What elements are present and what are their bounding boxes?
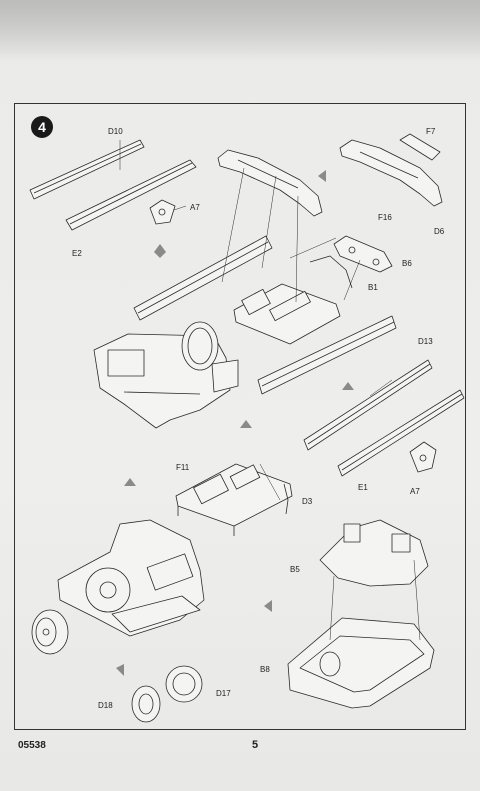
arrow-diagonal-icon [116,664,124,676]
part-d13 [303,359,433,451]
part-d18 [131,685,161,723]
arrow-left-icon [264,600,272,612]
step-number-badge: 4 [31,116,53,138]
part-b8 [287,617,435,709]
label-f7: F7 [426,127,436,136]
page-number: 5 [252,739,259,751]
arrow-left-icon [318,170,326,182]
label-a7-top: A7 [190,203,200,212]
part-a7-bottom [409,441,437,473]
label-d6: D6 [434,227,445,236]
part-d17 [165,665,203,703]
part-f11 [175,463,293,536]
part-frame-top-left [217,149,323,217]
part-b1 [309,255,353,289]
label-e2: E2 [72,249,82,258]
label-d17: D17 [216,689,231,698]
part-b6 [333,235,393,273]
label-d18: D18 [98,701,113,710]
label-d3: D3 [302,497,313,506]
part-d10 [29,139,145,200]
label-b8: B8 [260,665,270,674]
binding-shadow [0,0,480,60]
arrow-up-icon [342,382,354,390]
label-d10: D10 [108,127,123,136]
label-f11: F11 [176,463,190,472]
wheel-left [31,609,69,655]
label-b1: B1 [368,283,378,292]
catalog-number: 05538 [18,740,46,751]
label-b5: B5 [290,565,300,574]
main-chassis [133,235,397,395]
arrow-down-icon [154,244,166,258]
part-e2 [65,159,197,231]
direction-arrows [116,170,354,676]
part-d3 [283,483,289,515]
guide-lines [119,140,421,641]
part-f7 [399,133,441,161]
label-e1: E1 [358,483,368,492]
part-e1 [337,389,465,477]
axle-assembly-left [57,519,205,637]
part-frame-top-right [339,139,443,207]
step-frame [14,103,466,730]
arrow-up-icon [240,420,252,428]
label-f16: F16 [378,213,392,222]
part-a7-top [149,199,176,225]
label-d13: D13 [418,337,433,346]
gearbox-assembly [93,321,239,429]
label-b6: B6 [402,259,412,268]
label-a7-bottom: A7 [410,487,420,496]
part-b5 [319,519,429,587]
arrow-up-icon [124,478,136,486]
part-labels: D10 E2 A7 F7 F16 D6 B6 B1 D13 E1 A7 F11 … [72,127,445,710]
